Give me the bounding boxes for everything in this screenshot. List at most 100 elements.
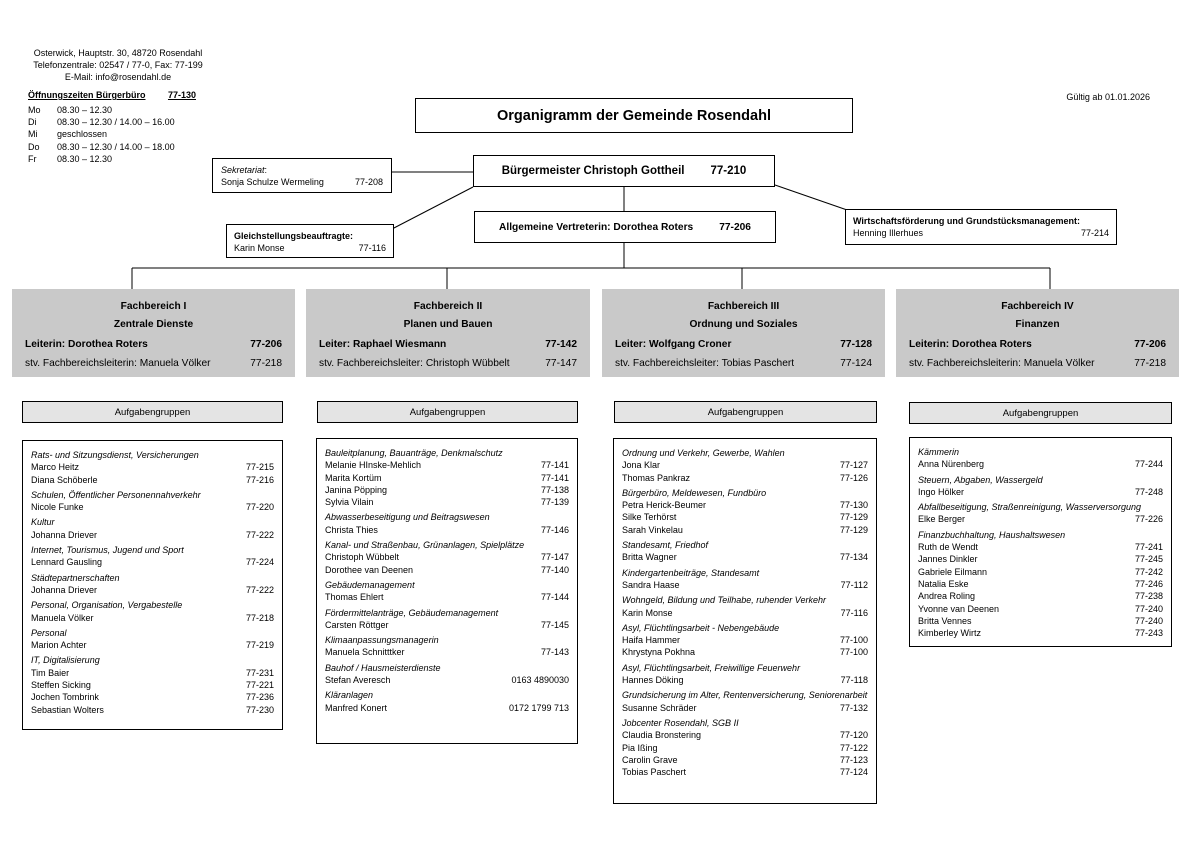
department-subtitle: Planen und Bauen [403,319,493,330]
department-lead-name: Leiter: Wolfgang Croner [615,339,732,350]
person-name: Diana Schöberle [31,474,98,485]
economic-development-title: Wirtschaftsförderung und Grundstücksmana… [853,216,1080,226]
person-phone: 77-126 [839,472,868,483]
secretariat-title: Sekretariat: [221,164,383,176]
person-phone: 77-127 [839,460,868,471]
person-name: Natalia Eske [918,578,969,589]
person-phone: 0163 4890030 [511,675,569,686]
task-group-title: Bürgerbüro, Meldewesen, Fundbüro [622,487,767,498]
person-phone: 77-245 [1134,554,1163,565]
economic-development-name: Henning Illerhues [853,228,924,238]
task-group-title: Kultur [31,517,55,528]
department-name: Fachbereich I [120,301,187,312]
department-deputy: stv. Fachbereichsleiterin: Manuela Völke… [25,354,282,373]
department-1-header: Fachbereich I Zentrale Dienste Leiterin:… [12,289,295,377]
hours-time: 08.30 – 12.30 [57,153,113,164]
task-group-title: Abfallbeseitigung, Straßenreinigung, Was… [918,502,1141,513]
mayor-label: Bürgermeister Christoph Gottheil [501,165,685,177]
person-phone: 77-129 [839,524,868,535]
person-name: Thomas Ehlert [325,592,384,603]
task-group-title: Grundsicherung im Alter, Rentenversicher… [622,690,868,701]
task-group-title: Klimaanpassungsmanagerin [325,635,439,646]
person-phone: 77-219 [245,640,274,651]
task-group-title: Finanzbuchhaltung, Haushaltswesen [918,529,1066,540]
person-name: Janina Pöpping [325,484,388,495]
person-name: Manuela Schnitttker [325,647,405,658]
person-phone: 77-141 [540,472,569,483]
department-deputy-name: stv. Fachbereichsleiterin: Manuela Völke… [25,358,211,369]
person-phone: 77-222 [245,584,274,595]
department-lead-name: Leiter: Raphael Wiesmann [319,339,447,350]
task-group-title: Schulen, Öffentlicher Personennahverkehr [31,489,201,500]
person-phone: 77-141 [540,460,569,471]
department-deputy-name: stv. Fachbereichsleiterin: Manuela Völke… [909,358,1095,369]
task-group-title: Kläranlagen [325,690,374,701]
person-name: Sebastian Wolters [31,704,104,715]
email-line: E-Mail: info@rosendahl.de [64,72,172,82]
economic-development-box: Wirtschaftsförderung und Grundstücksmana… [845,209,1117,245]
connector-mayor-equality [391,186,474,230]
person-phone: 77-147 [540,552,569,563]
person-name: Manfred Konert [325,702,388,713]
address-block: Osterwick, Hauptstr. 30, 48720 Rosendahl… [28,47,208,83]
economic-development-person: Henning Illerhues 77-214 [853,227,1109,239]
person-phone: 77-145 [540,619,569,630]
person-phone: 77-139 [540,497,569,508]
department-deputy: stv. Fachbereichsleiter: Christoph Wübbe… [319,354,577,373]
department-2-task-list: Bauleitplanung, Bauanträge, Denkmalschut… [316,438,578,744]
person-phone: 77-122 [839,742,868,753]
department-lead-name: Leiterin: Dorothea Roters [909,339,1032,350]
person-phone: 77-218 [245,612,274,623]
department-deputy-name: stv. Fachbereichsleiter: Christoph Wübbe… [319,358,510,369]
department-subtitle: Finanzen [1015,319,1060,330]
person-phone: 77-216 [245,474,274,485]
hours-day: Di [28,117,37,128]
department-lead-phone: 77-206 [250,339,282,350]
person-name: Sylvia Vilain [325,497,374,508]
department-deputy-phone: 77-218 [250,358,282,369]
person-name: Karin Monse [622,607,673,618]
person-phone: 77-100 [839,647,868,658]
page-title: Organigramm der Gemeinde Rosendahl [415,98,853,133]
person-phone: 77-112 [840,579,868,590]
person-phone: 77-241 [1134,542,1163,553]
person-phone: 77-138 [540,484,569,495]
person-name: Nicole Funke [31,502,84,513]
task-group-title: Rats- und Sitzungsdienst, Versicherungen [31,450,199,460]
task-group-title: Ordnung und Verkehr, Gewerbe, Wahlen [622,448,785,458]
task-group-title: Bauleitplanung, Bauanträge, Denkmalschut… [325,448,503,458]
opening-hours-title: Öffnungszeiten Bürgerbüro 77-130 [28,90,196,100]
person-name: Manuela Völker [31,612,94,623]
task-group-title: Personal, Organisation, Vergabestelle [31,600,183,611]
task-groups-label: Aufgabengruppen [614,401,877,423]
person-phone: 77-226 [1134,514,1163,525]
hours-time: 08.30 – 12.30 / 14.00 – 16.00 [57,117,175,128]
task-group-title: Fördermittelanträge, Gebäudemanagement [325,607,499,618]
department-deputy-phone: 77-124 [840,358,872,369]
person-phone: 77-144 [540,592,569,603]
person-phone: 77-100 [839,635,868,646]
department-1-task-list: Rats- und Sitzungsdienst, Versicherungen… [22,440,283,730]
person-phone: 77-230 [245,704,274,715]
person-name: Britta Vennes [918,615,972,626]
person-phone: 77-242 [1134,566,1163,577]
list-item: Diana Schöberle 77-216 [31,474,274,486]
department-subtitle: Ordnung und Soziales [689,319,798,330]
task-group-title: Kämmerin [918,447,960,457]
person-name: Britta Wagner [622,552,677,563]
